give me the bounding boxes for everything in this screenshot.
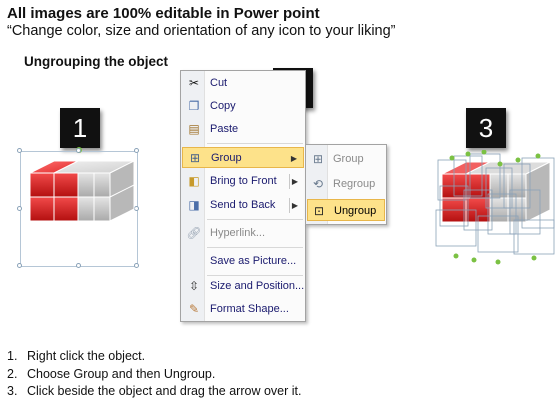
menu-item-label: Cut: [210, 77, 228, 89]
group-submenu: ⊞ Group ⟲ Regroup ⊡ Ungroup: [305, 144, 387, 225]
menu-separator: [207, 219, 303, 220]
page-subtitle: “Change color, size and orientation of a…: [7, 23, 396, 39]
menu-item-size-and-position[interactable]: ⇳ Size and Position...: [182, 276, 304, 297]
submenu-item-regroup[interactable]: ⟲ Regroup: [307, 173, 385, 195]
split-divider: [289, 174, 290, 189]
menu-item-label: Save as Picture...: [210, 255, 297, 267]
group-icon: ⊞: [312, 152, 324, 166]
ungrouped-cube-object[interactable]: [434, 150, 558, 266]
scissors-icon: ✂: [188, 76, 200, 90]
submenu-arrow-icon: ▶: [290, 154, 297, 163]
submenu-arrow-icon[interactable]: ▶: [291, 201, 298, 210]
send-to-back-icon: ◨: [188, 198, 200, 212]
format-shape-icon: ✎: [188, 302, 200, 316]
menu-item-label: Size and Position...: [210, 280, 305, 292]
menu-item-label: Hyperlink...: [210, 227, 266, 239]
instruction-steps: 1.Right click the object. 2.Choose Group…: [7, 348, 301, 401]
resize-handle[interactable]: [17, 263, 22, 268]
menu-separator: [207, 275, 303, 276]
menu-separator: [207, 247, 303, 248]
menu-item-save-as-picture[interactable]: Save as Picture...: [182, 251, 304, 272]
submenu-item-label: Regroup: [333, 178, 376, 190]
step-3-badge: 3: [466, 108, 506, 148]
cube-stack-graphic: [29, 160, 135, 222]
submenu-item-label: Ungroup: [334, 205, 377, 217]
menu-item-label: Group: [211, 152, 242, 164]
menu-icon-gutter: [181, 71, 205, 321]
menu-item-copy[interactable]: ❐ Copy: [182, 96, 304, 117]
resize-handle[interactable]: [17, 206, 22, 211]
menu-item-send-to-back[interactable]: ◨ Send to Back ▶: [182, 195, 304, 216]
menu-item-group[interactable]: ⊞ Group ▶: [182, 147, 304, 168]
paste-icon: ▤: [188, 122, 200, 136]
page-title: All images are 100% editable in Power po…: [7, 5, 320, 22]
resize-handle[interactable]: [134, 148, 139, 153]
bring-to-front-icon: ◧: [188, 174, 200, 188]
menu-item-label: Bring to Front: [210, 175, 277, 187]
split-divider: [289, 198, 290, 213]
resize-handle[interactable]: [76, 148, 81, 153]
step-item: 3.Click beside the object and drag the a…: [7, 384, 302, 398]
step-item: 1.Right click the object.: [7, 349, 146, 363]
submenu-item-group[interactable]: ⊞ Group: [307, 148, 385, 170]
menu-item-label: Send to Back: [210, 199, 276, 211]
submenu-item-label: Group: [333, 153, 364, 165]
menu-item-hyperlink[interactable]: 🔗︎ Hyperlink...: [182, 223, 304, 244]
copy-icon: ❐: [188, 99, 200, 113]
hyperlink-icon: 🔗︎: [186, 226, 202, 240]
group-icon: ⊞: [189, 151, 201, 165]
grouped-cube-object[interactable]: [17, 147, 139, 268]
context-menu: ✂ Cut ❐ Copy ▤ Paste ⊞ Group ▶ ◧ Bring t…: [180, 70, 306, 322]
menu-item-label: Paste: [210, 123, 239, 135]
menu-item-label: Copy: [210, 100, 236, 112]
resize-handle[interactable]: [76, 263, 81, 268]
submenu-item-ungroup[interactable]: ⊡ Ungroup: [307, 199, 385, 221]
regroup-icon: ⟲: [312, 177, 324, 191]
resize-handle[interactable]: [17, 148, 22, 153]
menu-item-cut[interactable]: ✂ Cut: [182, 73, 304, 94]
submenu-arrow-icon[interactable]: ▶: [291, 177, 298, 186]
menu-item-bring-to-front[interactable]: ◧ Bring to Front ▶: [182, 171, 304, 192]
ungroup-icon: ⊡: [313, 204, 325, 218]
menu-item-format-shape[interactable]: ✎ Format Shape...: [182, 299, 304, 320]
ungrouped-cubes-graphic: [435, 150, 555, 265]
section-title: Ungrouping the object: [24, 54, 168, 69]
resize-handle[interactable]: [134, 263, 139, 268]
menu-item-label: Format Shape...: [210, 303, 289, 315]
menu-item-paste[interactable]: ▤ Paste: [182, 119, 304, 140]
menu-separator: [207, 143, 303, 144]
step-item: 2.Choose Group and then Ungroup.: [7, 366, 216, 381]
step-1-badge: 1: [60, 108, 100, 148]
size-position-icon: ⇳: [188, 279, 200, 293]
